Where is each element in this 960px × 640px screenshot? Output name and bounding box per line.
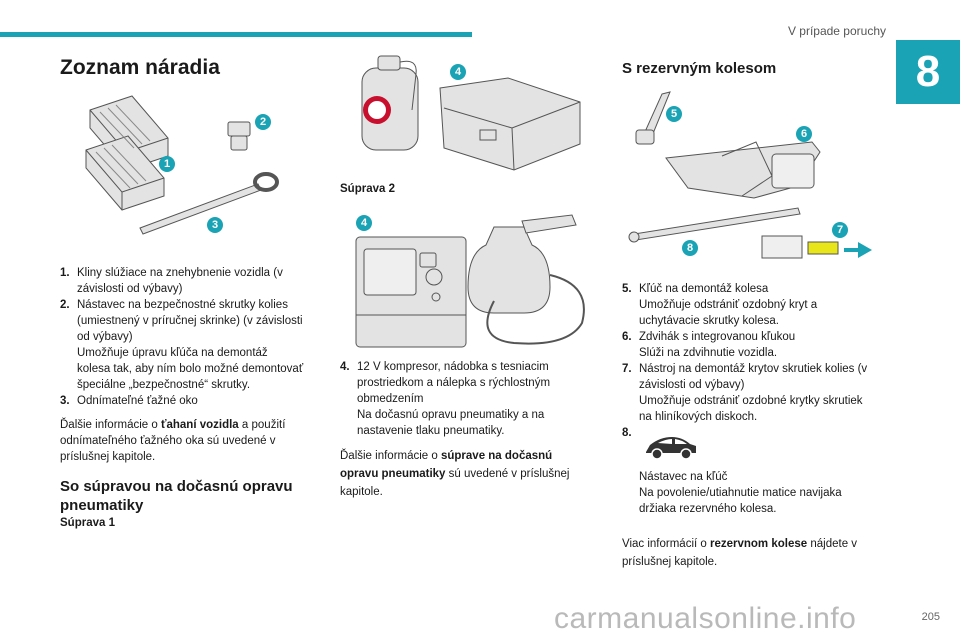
- para-text: Ďalšie informácie o: [60, 419, 161, 431]
- item-text: držiaka rezervného kolesa.: [639, 503, 777, 515]
- list-item: 7. Nástroj na demontáž krytov skrutiek k…: [622, 361, 884, 425]
- kit-items-list: 4. 12 V kompresor, nádobka s tesniacim pr…: [340, 359, 590, 439]
- watermark: carmanualsonline.info: [554, 602, 857, 635]
- item-number: 8.: [622, 427, 632, 439]
- callout-badge: 2: [255, 114, 271, 130]
- compressor-sealant-kit-illustration: [355, 214, 585, 348]
- item-text: 12 V kompresor, nádobka s tesniacim: [357, 361, 549, 373]
- para-text: nájdete v príslušnej kapitole.: [622, 538, 858, 568]
- item-text: Umožňuje odstrániť ozdobné krytky skruti…: [639, 395, 863, 407]
- para-text: a použití odnímateľného ťažného oka sú u…: [60, 419, 286, 463]
- item-text: Odnímateľné ťažné oko: [77, 395, 198, 407]
- list-item: 2. Nástavec na bezpečnostné skrutky koli…: [60, 297, 322, 393]
- callout-badge: 3: [207, 217, 223, 233]
- item-text: uchytávacie skrutky kolesa.: [639, 315, 779, 327]
- callout-badge: 6: [796, 126, 812, 142]
- list-item: 1. Kliny slúžiace na znehybnenie vozidla…: [60, 265, 322, 297]
- section-heading-spare-wheel: S rezervným kolesom: [622, 60, 777, 77]
- wheel-chocks-lug-adapter-towing-eye-illustration: [85, 95, 279, 235]
- spare-wheel-tools-figure: 5 6 7 8: [622, 88, 882, 270]
- item-text: Nástroj na demontáž krytov skrutiek koli…: [639, 363, 868, 375]
- callout-badge: 4: [356, 215, 372, 231]
- para-link-text: rezervnom kolese: [710, 538, 808, 550]
- item-text: od výbavy): [77, 331, 133, 343]
- section-heading-repair-kit: So súpravou na dočasnú opravu pneumatiky: [60, 478, 293, 514]
- item-text: Slúži na zdvihnutie vozidla.: [639, 347, 778, 359]
- item-text: Na dočasnú opravu pneumatiky a na: [357, 409, 545, 421]
- item-text: Kliny slúžiace na znehybnenie vozidla (v: [77, 267, 283, 279]
- page-title: Zoznam náradia: [60, 56, 220, 79]
- spare-wheel-info-paragraph: Viac informácií o rezervnom kolese nájde…: [622, 535, 884, 571]
- kit-1-figure: 4: [340, 50, 590, 175]
- callout-badge: 7: [832, 222, 848, 238]
- header-accent-bar: [0, 32, 472, 37]
- item-text: prostriedkom a nálepka s rýchlostným: [357, 377, 551, 389]
- para-text: Viac informácií o: [622, 538, 710, 550]
- item-text: (umiestnený v príručnej skrinke) (v závi…: [77, 315, 303, 327]
- item-text: Nástavec na kľúč: [639, 471, 728, 483]
- callout-badge: 8: [682, 240, 698, 256]
- item-text: špeciálne „bezpečnostné“ skrutky.: [77, 379, 251, 391]
- list-item: 8. Nástavec na kľúč Na povolenie/utiahnut…: [622, 425, 884, 517]
- list-item: 4. 12 V kompresor, nádobka s tesniacim pr…: [340, 359, 590, 439]
- chapter-number-tab: 8: [896, 40, 960, 104]
- kit-1-label: Súprava 1: [60, 517, 115, 529]
- car-silhouette-icon: [639, 425, 884, 469]
- para-link-text: ťahaní vozidla: [160, 419, 239, 431]
- tool-list-figure: 1 2 3: [80, 88, 290, 238]
- para-text: sú uvedené v príslušnej kapitole.: [340, 468, 570, 498]
- item-text: na hliníkových diskoch.: [639, 411, 758, 423]
- item-text: nastavenie tlaku pneumatiky.: [357, 425, 505, 437]
- wheel-brace-jack-tools-illustration: [628, 91, 872, 259]
- item-text: obmedzením: [357, 393, 424, 405]
- para-text: Ďalšie informácie o: [340, 450, 441, 462]
- item-number: 4.: [340, 361, 350, 373]
- kit-2-label: Súprava 2: [340, 183, 395, 195]
- item-text: kolesa tak, aby ním bolo možné demontova…: [77, 363, 304, 375]
- item-text: Umožňuje odstrániť ozdobný kryt a: [639, 299, 818, 311]
- item-number: 3.: [60, 395, 70, 407]
- item-text: Nástavec na bezpečnostné skrutky kolies: [77, 299, 288, 311]
- callout-badge: 5: [666, 106, 682, 122]
- item-number: 1.: [60, 267, 70, 279]
- item-number: 7.: [622, 363, 632, 375]
- sealant-bottle-compressor-illustration: [361, 55, 581, 171]
- item-number: 6.: [622, 331, 632, 343]
- item-text: závislosti od výbavy): [77, 283, 183, 295]
- section-header-title: V prípade poruchy: [787, 24, 886, 38]
- page-number: 205: [921, 611, 940, 623]
- item-text: závislosti od výbavy): [639, 379, 745, 391]
- item-text: Na povolenie/utiahnutie matice navijaka: [639, 487, 842, 499]
- car-icon: [646, 437, 696, 460]
- item-text: Kľúč na demontáž kolesa: [639, 283, 769, 295]
- callout-badge: 4: [450, 64, 466, 80]
- para-link-text: súprave na dočasnú opravu pneumatiky: [340, 450, 553, 480]
- item-text: Umožňuje úpravu kľúča na demontáž: [77, 347, 268, 359]
- repair-kit-info-paragraph: Ďalšie informácie o súprave na dočasnú o…: [340, 447, 590, 501]
- item-number: 5.: [622, 283, 632, 295]
- kit-2-figure: 4: [354, 205, 594, 350]
- towing-info-paragraph: Ďalšie informácie o ťahaní vozidla a pou…: [60, 417, 322, 465]
- list-item: 3. Odnímateľné ťažné oko: [60, 393, 322, 409]
- item-number: 2.: [60, 299, 70, 311]
- callout-badge: 1: [159, 156, 175, 172]
- tool-items-list: 1. Kliny slúžiace na znehybnenie vozidla…: [60, 265, 322, 409]
- item-text: Zdvihák s integrovanou kľukou: [639, 331, 796, 343]
